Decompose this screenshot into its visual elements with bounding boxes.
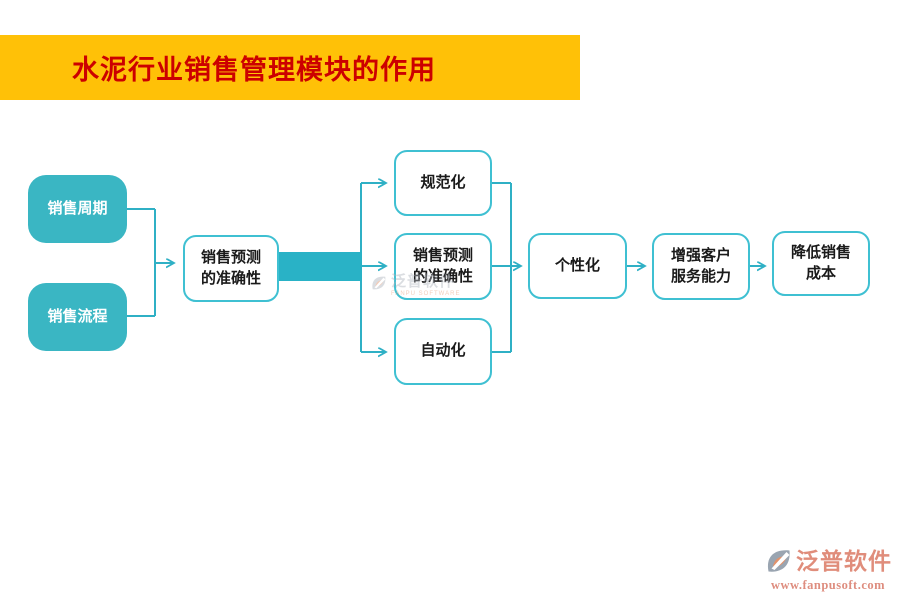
thick-flow-bar: [277, 252, 362, 281]
node-label: 自动化: [420, 342, 466, 360]
node-label: 个性化: [554, 256, 600, 274]
node-label: 销售流程: [47, 307, 108, 325]
node-automation: 自动化: [394, 318, 492, 385]
footer-brand-block: 泛普软件 www.fanpusoft.com: [762, 546, 894, 592]
node-label-line1: 销售预测: [412, 247, 473, 265]
node-label-line1: 销售预测: [200, 249, 261, 267]
node-sales-process: 销售流程: [28, 283, 127, 351]
node-sales-cycle: 销售周期: [28, 175, 127, 243]
node-label: 销售周期: [47, 199, 108, 217]
page-title: 水泥行业销售管理模块的作用: [72, 55, 436, 85]
node-label-line1: 降低销售: [790, 244, 851, 262]
title-banner: 水泥行业销售管理模块的作用: [0, 35, 580, 100]
node-label-line2: 的准确性: [200, 269, 261, 287]
node-label-line2: 服务能力: [670, 267, 731, 285]
fanpu-logo-icon: [767, 550, 790, 572]
footer-brand: 泛普软件: [796, 548, 892, 574]
node-forecast-accuracy: 销售预测 的准确性: [394, 233, 492, 300]
node-reduce-cost: 降低销售 成本: [772, 231, 870, 296]
node-label-line2: 成本: [805, 264, 836, 282]
node-label: 规范化: [420, 173, 466, 191]
node-label-line1: 增强客户: [670, 247, 731, 265]
node-forecast-accuracy-hub: 销售预测 的准确性: [183, 235, 279, 302]
footer-url: www.fanpusoft.com: [770, 578, 886, 592]
node-standardization: 规范化: [394, 150, 492, 216]
node-customer-service: 增强客户 服务能力: [652, 233, 750, 300]
node-label-line2: 的准确性: [412, 267, 473, 285]
node-personalization: 个性化: [528, 233, 627, 299]
